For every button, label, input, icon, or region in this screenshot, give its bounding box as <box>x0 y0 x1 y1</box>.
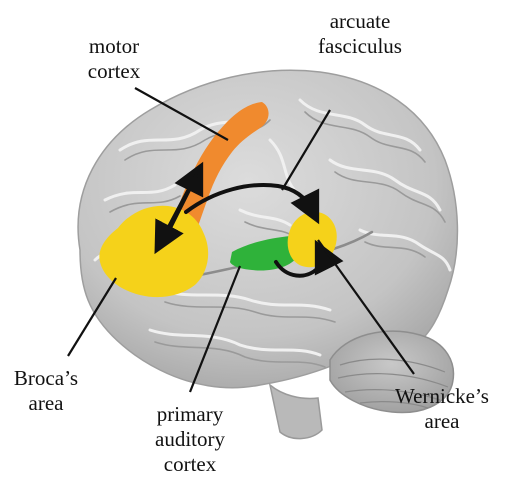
brocas-area-label: Broca’s area <box>6 366 86 416</box>
primary-auditory-cortex-label: primary auditory cortex <box>140 402 240 477</box>
motor-cortex-label-line1: motor <box>72 34 156 59</box>
brocas-label-line2: area <box>6 391 86 416</box>
wernickes-label-line1: Wernicke’s <box>384 384 500 409</box>
motor-cortex-label: motor cortex <box>72 34 156 84</box>
arcuate-label-line2: fasciculus <box>302 34 418 59</box>
arcuate-label-line1: arcuate <box>302 9 418 34</box>
motor-cortex-label-line2: cortex <box>72 59 156 84</box>
auditory-label-line3: cortex <box>140 452 240 477</box>
auditory-label-line2: auditory <box>140 427 240 452</box>
wernickes-label-line2: area <box>384 409 500 434</box>
arcuate-fasciculus-label: arcuate fasciculus <box>302 9 418 59</box>
auditory-label-line1: primary <box>140 402 240 427</box>
brocas-label-line1: Broca’s <box>6 366 86 391</box>
wernickes-area-label: Wernicke’s area <box>384 384 500 434</box>
brainstem <box>270 385 322 439</box>
